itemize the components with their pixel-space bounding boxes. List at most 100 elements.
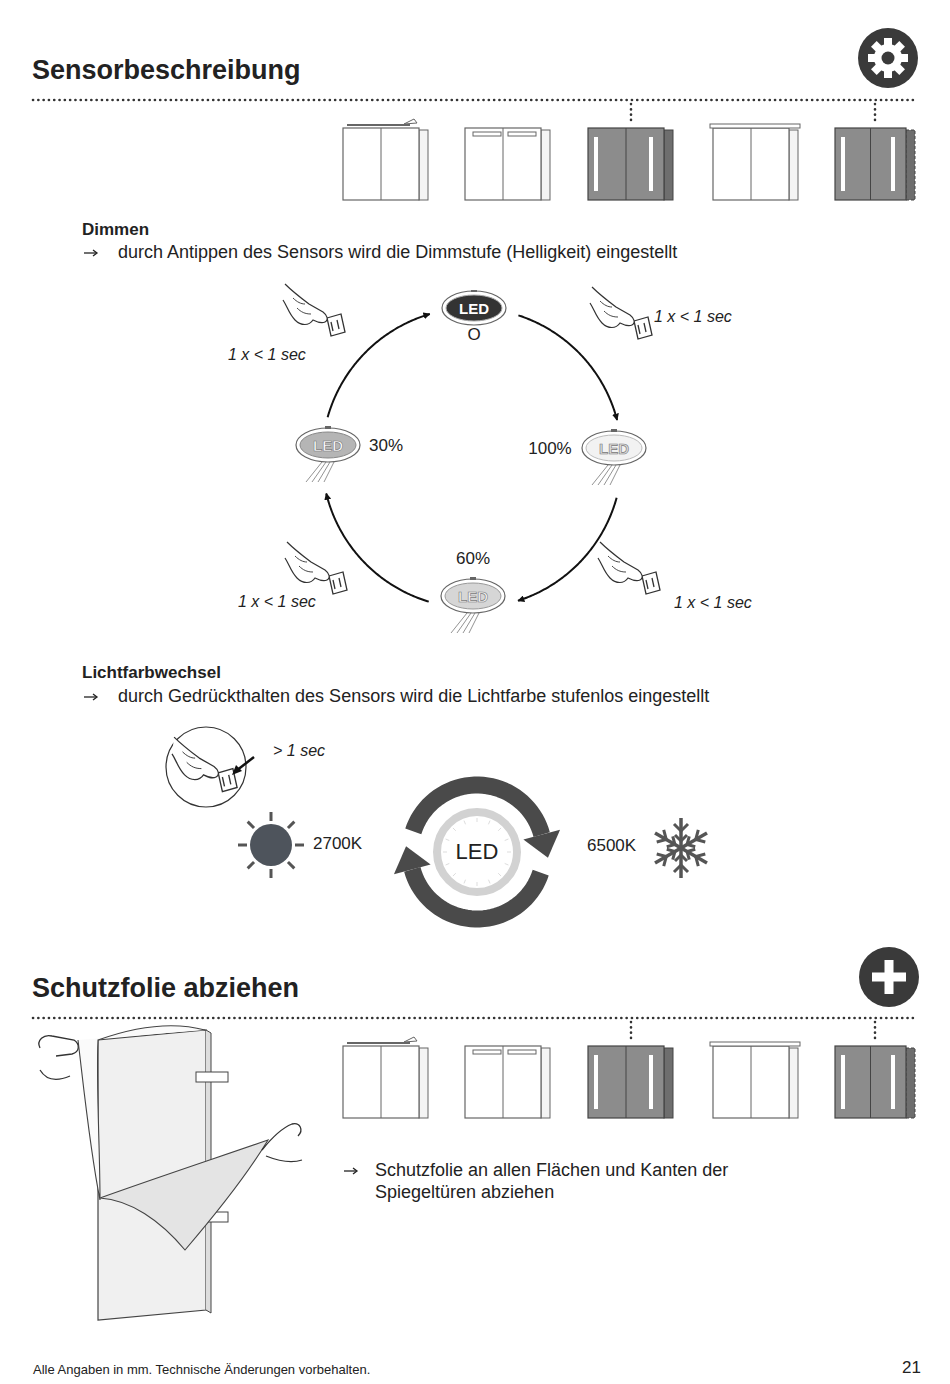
finger-lines bbox=[183, 752, 202, 769]
ring-tick bbox=[443, 852, 447, 853]
ring-tick bbox=[446, 863, 450, 865]
ring-tick bbox=[464, 880, 466, 884]
bullet-arrow bbox=[344, 1168, 357, 1174]
sun-ray bbox=[270, 812, 273, 821]
cabinet-thumbnail bbox=[343, 119, 428, 200]
led-text: LED bbox=[599, 441, 629, 456]
mirror-door-illustration bbox=[39, 1026, 302, 1320]
sensor-housing bbox=[642, 572, 660, 594]
cabinet-thumbnail bbox=[710, 124, 800, 200]
duration-label: 1 x < 1 sec bbox=[672, 594, 754, 612]
cabinet-thumbnail bbox=[465, 1046, 550, 1118]
color-temperature: 6500K bbox=[587, 836, 636, 856]
add-icon bbox=[859, 947, 919, 1007]
door-split bbox=[751, 128, 752, 200]
hand bbox=[590, 287, 634, 328]
top-overhang bbox=[710, 1042, 800, 1046]
led-lens bbox=[300, 432, 356, 458]
cabinet-side bbox=[541, 130, 550, 200]
led-sensor bbox=[470, 577, 476, 580]
door-split bbox=[503, 1046, 504, 1118]
arm-branch bbox=[684, 830, 706, 851]
led-state: LED60% bbox=[436, 546, 510, 636]
hand-touch-icon bbox=[172, 737, 237, 792]
door-split bbox=[751, 1046, 752, 1118]
ring-tick bbox=[453, 828, 456, 831]
instruction-text: durch Antippen des Sensors wird die Dimm… bbox=[118, 242, 677, 264]
led-lens bbox=[445, 583, 501, 609]
arm-branch bbox=[674, 824, 688, 841]
cabinet-side bbox=[906, 1048, 915, 1118]
door-split bbox=[381, 1046, 382, 1118]
sensor-mark bbox=[222, 775, 230, 787]
hand bbox=[285, 542, 329, 583]
footer-note: Alle Angaben in mm. Technische Änderunge… bbox=[33, 1362, 370, 1378]
cabinet-front bbox=[343, 128, 419, 200]
sensor-mark bbox=[333, 578, 341, 589]
finger-lines bbox=[293, 298, 311, 314]
sun-ray bbox=[248, 822, 254, 828]
ring-tick bbox=[488, 821, 490, 825]
led-state: LEDO bbox=[438, 290, 510, 352]
light-strip bbox=[841, 1055, 845, 1109]
ring-tick bbox=[453, 873, 456, 876]
cycle-arrow bbox=[518, 315, 617, 420]
sensor-mark bbox=[646, 578, 654, 589]
led-state: LED100% bbox=[522, 428, 650, 490]
settings-icon bbox=[858, 28, 918, 88]
arrow-tip bbox=[353, 1168, 357, 1174]
sensor-housing bbox=[634, 317, 652, 339]
hand bbox=[172, 737, 218, 780]
top-overhang bbox=[710, 124, 800, 128]
led-rim bbox=[296, 428, 360, 462]
hand-touch-icon bbox=[283, 284, 345, 336]
led-lens bbox=[586, 435, 642, 461]
led-outline bbox=[294, 425, 414, 485]
sun-disc bbox=[250, 824, 292, 866]
cabinet-side bbox=[664, 130, 673, 200]
duration-label: 1 x < 1 sec bbox=[236, 593, 318, 611]
ring-tick bbox=[477, 882, 478, 886]
lamp-bar bbox=[347, 1042, 410, 1044]
ring-tick bbox=[477, 818, 478, 822]
hand bbox=[283, 284, 327, 325]
cycle-arrow bbox=[326, 493, 429, 601]
cycle-arrowhead bbox=[523, 830, 560, 858]
ring-tick bbox=[505, 863, 509, 865]
cabinet-thumbnail bbox=[465, 128, 550, 200]
cabinet-front bbox=[588, 128, 664, 200]
cabinet-thumbnail bbox=[343, 1037, 428, 1118]
light-ray bbox=[469, 613, 479, 633]
sun-ray bbox=[238, 844, 247, 847]
ring-tick bbox=[505, 839, 509, 841]
door-split bbox=[503, 128, 504, 200]
light-strip bbox=[841, 137, 845, 191]
cabinet-side bbox=[541, 1048, 550, 1118]
cabinet-thumbnail bbox=[835, 128, 915, 200]
led-text: LED bbox=[458, 589, 488, 604]
door-split bbox=[870, 128, 871, 200]
sensor-housing bbox=[327, 314, 345, 336]
handle bbox=[508, 132, 536, 136]
cabinet-side bbox=[789, 1048, 798, 1118]
led-state: LED30% bbox=[294, 425, 414, 485]
dotted-marker bbox=[874, 104, 877, 124]
light-ray bbox=[463, 613, 475, 633]
press-arrow-tip bbox=[232, 765, 242, 775]
cabinet-front bbox=[835, 128, 906, 200]
finger-lines bbox=[600, 301, 618, 317]
ring-tick bbox=[498, 828, 501, 831]
bullet-arrow bbox=[84, 250, 97, 256]
led-rim bbox=[442, 291, 506, 325]
cabinet-front bbox=[465, 1046, 541, 1118]
led-rim bbox=[582, 431, 646, 465]
sensor-mark bbox=[638, 323, 646, 334]
light-strip bbox=[594, 137, 598, 191]
cabinet-side bbox=[419, 1048, 428, 1118]
arm-branch bbox=[684, 845, 706, 866]
handle bbox=[473, 132, 501, 136]
ring-tick bbox=[498, 873, 501, 876]
snowflake-arm bbox=[652, 827, 685, 854]
lamp bbox=[404, 119, 417, 124]
sun-ray bbox=[288, 822, 294, 828]
